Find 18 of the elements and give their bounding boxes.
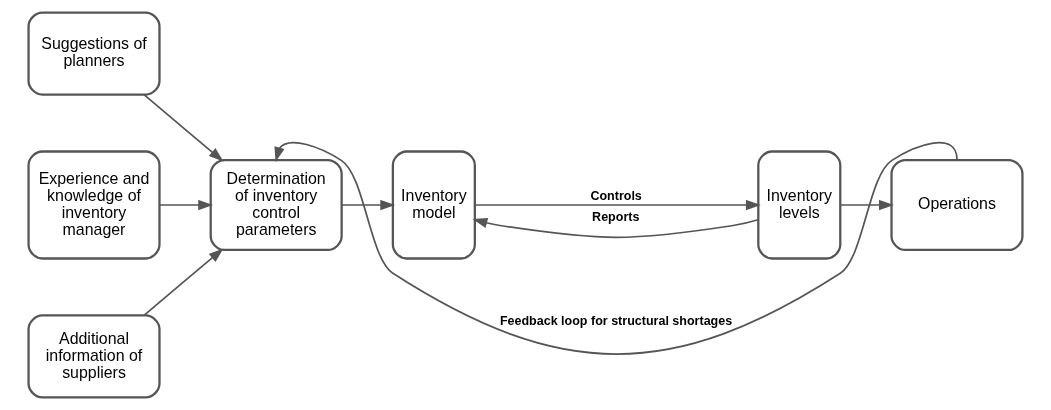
arrow [143, 248, 224, 316]
arrow [472, 217, 759, 239]
node-box: Operations [890, 158, 1024, 252]
edge-label: Controls [590, 189, 642, 204]
arrow [341, 199, 396, 211]
edge-label: Reports [592, 209, 640, 224]
arrow [143, 94, 224, 162]
node-box: Inventory model [391, 150, 476, 260]
node-box: Inventory levels [757, 150, 842, 260]
edge-label: Feedback loop for structural shortages [499, 314, 733, 329]
node-box: Suggestions of planners [27, 11, 161, 96]
arrow [158, 199, 214, 211]
node-box: Experience and knowledge of inventory manager [27, 150, 161, 260]
node-box: Additional information of suppliers [27, 314, 161, 399]
node-box: Determination of inventory control parameters [209, 158, 343, 252]
arrow [839, 199, 894, 211]
arrow [274, 141, 958, 355]
arrow [474, 199, 761, 211]
